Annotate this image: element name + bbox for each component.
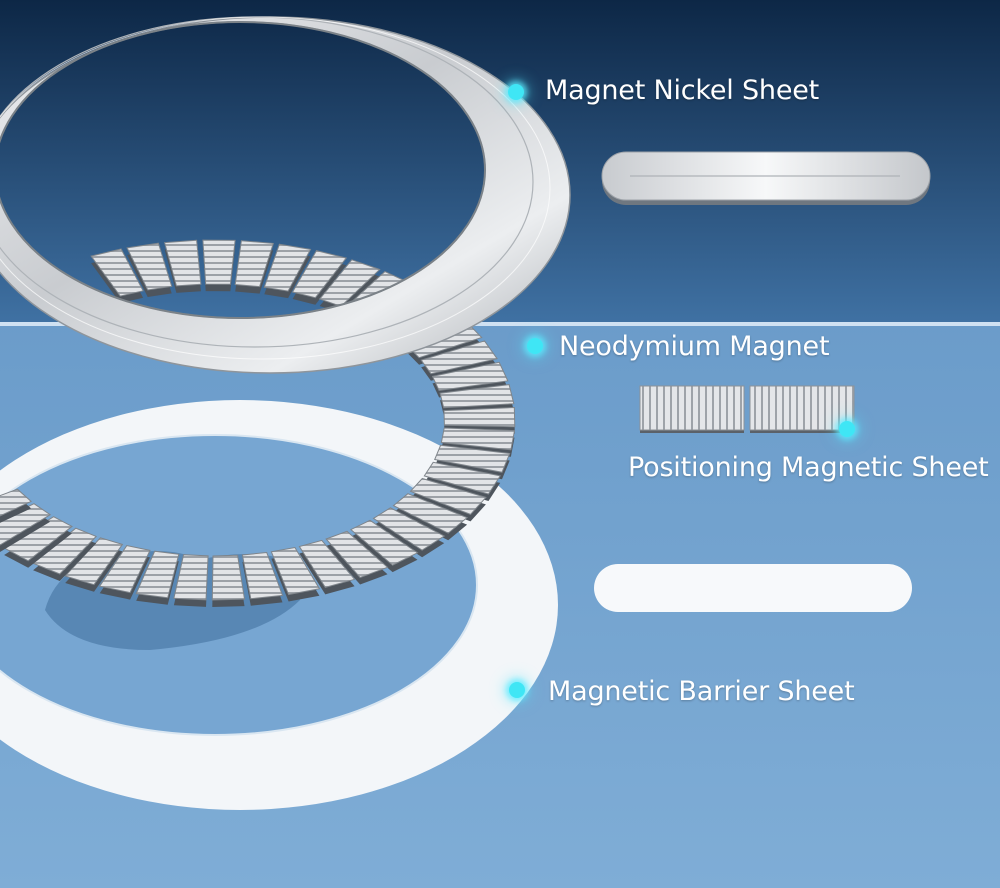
magnet-block bbox=[291, 250, 348, 299]
magnet-block bbox=[431, 361, 509, 392]
magnet-block bbox=[173, 554, 209, 601]
magnet-block bbox=[270, 546, 321, 596]
magnet-block bbox=[241, 551, 284, 600]
magnet-block bbox=[298, 539, 356, 588]
magnet-block bbox=[434, 444, 511, 473]
magnet-block bbox=[439, 384, 515, 409]
neodymium-magnet-ring bbox=[0, 239, 516, 607]
nickel-ring bbox=[0, 16, 571, 374]
magnet-block bbox=[440, 427, 516, 451]
magnet-block bbox=[0, 503, 52, 546]
magnet-block bbox=[126, 242, 173, 291]
magnet-block bbox=[420, 340, 498, 375]
magnet-block bbox=[423, 461, 502, 495]
magnet-block bbox=[443, 406, 516, 428]
magnet-block bbox=[325, 530, 389, 579]
barrier-pill bbox=[594, 564, 912, 612]
magnet-block bbox=[64, 537, 124, 586]
magnet-block bbox=[234, 240, 274, 288]
magnet-block bbox=[3, 516, 73, 562]
label-neodymium-magnet: Neodymium Magnet bbox=[559, 331, 830, 362]
magnet-block bbox=[98, 545, 151, 594]
magnet-block bbox=[32, 527, 98, 575]
label-magnetic-barrier-sheet: Magnetic Barrier Sheet bbox=[548, 676, 855, 707]
callout-dot-icon bbox=[508, 84, 524, 100]
callout-dot-icon bbox=[839, 421, 855, 437]
magnet-block bbox=[372, 507, 446, 551]
magnet-block bbox=[202, 239, 236, 285]
panel-divider bbox=[0, 322, 1000, 326]
magnet-block bbox=[263, 243, 312, 292]
magnet-block bbox=[211, 554, 246, 601]
label-magnet-nickel-sheet: Magnet Nickel Sheet bbox=[545, 75, 820, 106]
nickel-pill bbox=[601, 151, 931, 205]
callout-dot-icon bbox=[527, 338, 543, 354]
magnet-block bbox=[409, 477, 487, 515]
label-positioning-magnetic-sheet: Positioning Magnetic Sheet bbox=[628, 452, 989, 483]
magnet-block bbox=[90, 248, 144, 297]
magnet-block bbox=[135, 550, 180, 599]
magnet-block bbox=[392, 493, 469, 534]
magnet-block bbox=[163, 239, 202, 287]
callout-dot-icon bbox=[509, 682, 525, 698]
positioning-magnets bbox=[639, 385, 855, 433]
magnet-block bbox=[349, 519, 419, 566]
magnet-block bbox=[0, 488, 33, 517]
